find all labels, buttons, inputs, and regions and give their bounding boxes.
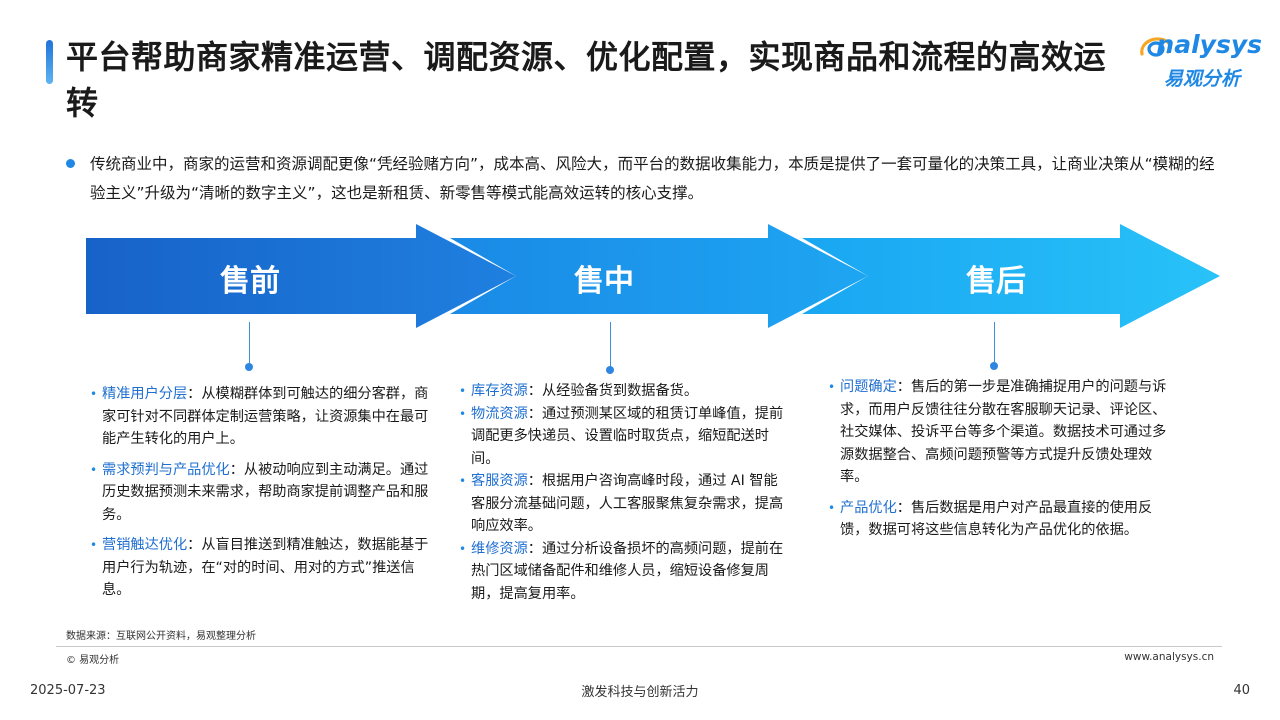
logo-chinese: 易观分析 — [1164, 68, 1241, 90]
list-item: •产品优化：售后数据是用户对产品最直接的使用反馈，数据可将这些信息转化为产品优化… — [828, 499, 1153, 539]
analysys-logo: nalysys 易观分析 — [1138, 30, 1266, 94]
aftersale-column: •问题确定：售后的第一步是准确捕捉用户的问题与诉求，而用户反馈往往分散在客服聊天… — [828, 376, 1168, 550]
bullet-dot — [66, 159, 75, 168]
list-item: •精准用户分层：从模糊群体到可触达的细分客群，商家可针对不同群体定制运营策略，让… — [90, 386, 429, 447]
item-keyword: 维修资源 — [471, 540, 528, 557]
item-text: ：从被动响应到主动满足。通过历史数据预测未来需求，帮助商家提前调整产品和服务。 — [102, 461, 429, 523]
item-text: ：从盲目推送到精准触达，数据能基于用户行为轨迹，在“对的时间、用对的方式”推送信… — [102, 537, 429, 598]
arrow-presale — [86, 224, 516, 328]
stage-label-insale: 售中 — [574, 264, 634, 299]
list-item: •问题确定：售后的第一步是准确捕捉用户的问题与诉求，而用户反馈往往分散在客服聊天… — [828, 379, 1167, 485]
item-text: ：根据用户咨询高峰时段，通过 AI 智能客服分流基础问题，人工客服聚焦复杂需求，… — [471, 473, 784, 534]
logo-english: nalysys — [1156, 30, 1262, 59]
website-link[interactable]: www.analysys.cn — [1124, 651, 1214, 663]
item-text: ：售后的第一步是准确捕捉用户的问题与诉求，而用户反馈往往分散在客服聊天记录、评论… — [840, 379, 1167, 485]
connector-dot — [606, 366, 614, 374]
item-text: ：从模糊群体到可触达的细分客群，商家可针对不同群体定制运营策略，让资源集中在最可… — [102, 386, 429, 447]
slogan: 激发科技与创新活力 — [581, 685, 699, 700]
list-item: •库存资源：从经验备货到数据备货。 — [459, 383, 699, 399]
item-text: ：售后数据是用户对产品最直接的使用反馈，数据可将这些信息转化为产品优化的依据。 — [840, 499, 1153, 539]
connector-line — [249, 322, 250, 366]
list-item: •营销触达优化：从盲目推送到精准触达，数据能基于用户行为轨迹，在“对的时间、用对… — [90, 537, 429, 598]
item-keyword: 问题确定 — [840, 379, 897, 395]
item-keyword: 营销触达优化 — [102, 537, 188, 553]
item-text: ：从经验备货到数据备货。 — [527, 383, 699, 399]
connector-line — [610, 322, 611, 368]
item-keyword: 物流资源 — [471, 405, 528, 422]
item-keyword: 需求预判与产品优化 — [102, 461, 230, 478]
copyright: © 易观分析 — [66, 655, 120, 666]
presale-column: •精准用户分层：从模糊群体到可触达的细分客群，商家可针对不同群体定制运营策略，让… — [90, 383, 435, 610]
connector-dot — [990, 362, 998, 370]
intro-text: 传统商业中，商家的运营和资源调配更像“凭经验赌方向”，成本高、风险大，而平台的数… — [90, 155, 1215, 202]
stage-label-presale: 售前 — [220, 264, 280, 299]
connector-dot — [245, 363, 253, 371]
footer-divider — [56, 646, 1222, 647]
report-date: 2025-07-23 — [30, 683, 106, 698]
intro-paragraph: 传统商业中，商家的运营和资源调配更像“凭经验赌方向”，成本高、风险大，而平台的数… — [66, 150, 1216, 208]
item-keyword: 库存资源 — [471, 383, 528, 399]
data-source: 数据来源：互联网公开资料，易观整理分析 — [66, 631, 256, 642]
logo-swoosh-icon — [1140, 37, 1172, 57]
title-accent-bar — [46, 40, 53, 84]
list-item: •客服资源：根据用户咨询高峰时段，通过 AI 智能客服分流基础问题，人工客服聚焦… — [459, 473, 784, 534]
item-keyword: 精准用户分层 — [102, 386, 188, 402]
arrow-aftersale — [802, 224, 1220, 328]
item-keyword: 客服资源 — [471, 473, 528, 489]
list-item: •物流资源：通过预测某区域的租赁订单峰值，提前调配更多快递员、设置临时取货点，缩… — [459, 405, 784, 467]
item-keyword: 产品优化 — [840, 499, 897, 516]
stage-label-aftersale: 售后 — [966, 264, 1026, 299]
page-number: 40 — [1233, 683, 1250, 698]
item-text: ：通过预测某区域的租赁订单峰值，提前调配更多快递员、设置临时取货点，缩短配送时间… — [471, 405, 784, 467]
connector-line — [994, 322, 995, 364]
list-item: •需求预判与产品优化：从被动响应到主动满足。通过历史数据预测未来需求，帮助商家提… — [90, 461, 429, 523]
insale-column: •库存资源：从经验备货到数据备货。 •物流资源：通过预测某区域的租赁订单峰值，提… — [459, 380, 789, 605]
page-title: 平台帮助商家精准运营、调配资源、优化配置，实现商品和流程的高效运转 — [66, 38, 1107, 122]
list-item: •维修资源：通过分析设备损坏的高频问题，提前在热门区域储备配件和维修人员，缩短设… — [459, 540, 784, 602]
arrow-insale — [450, 224, 868, 328]
item-text: ：通过分析设备损坏的高频问题，提前在热门区域储备配件和维修人员，缩短设备修复周期… — [471, 540, 784, 602]
